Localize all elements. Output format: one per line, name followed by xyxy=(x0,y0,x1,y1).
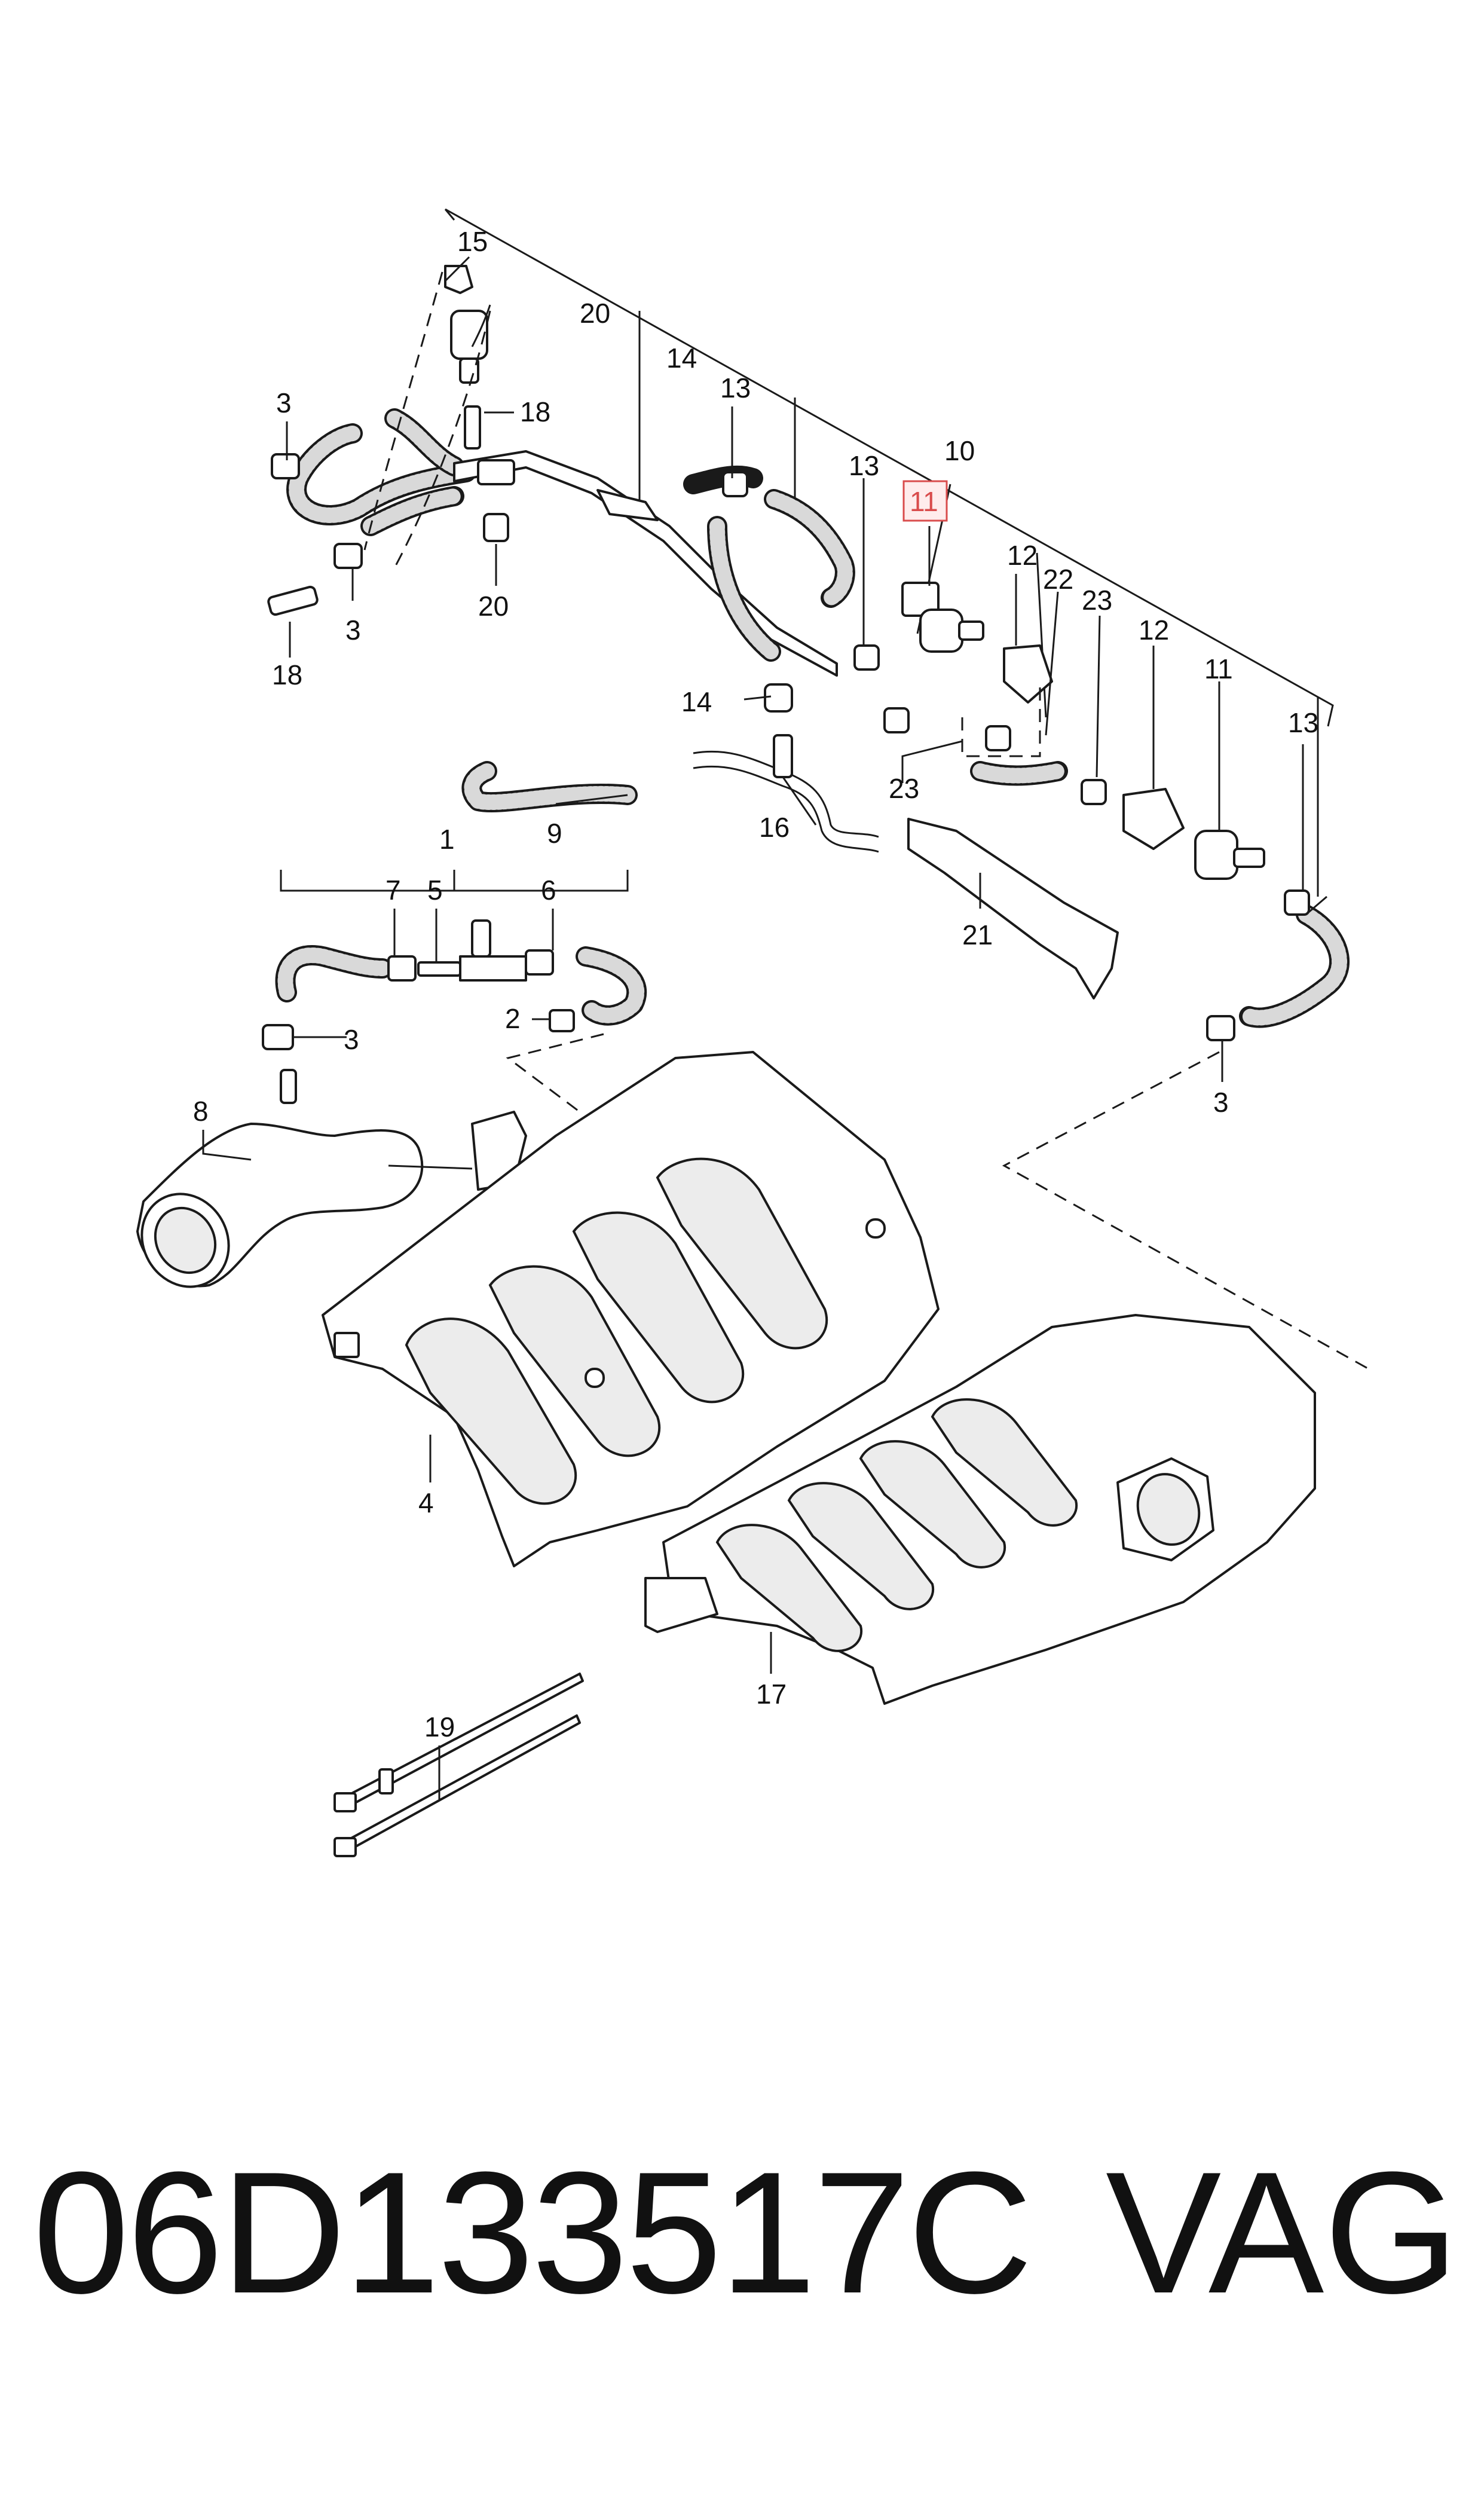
callout-12-b[interactable]: 12 xyxy=(1139,615,1169,646)
callout-10[interactable]: 10 xyxy=(944,435,975,466)
brand-name: VAG xyxy=(1106,2136,1459,2329)
callout-8[interactable]: 8 xyxy=(193,1096,209,1127)
callout-13-c[interactable]: 13 xyxy=(1288,707,1318,738)
callout-14-mid[interactable]: 14 xyxy=(681,686,712,717)
callout-19[interactable]: 19 xyxy=(424,1711,455,1742)
center-hoses xyxy=(683,465,910,733)
callout-7[interactable]: 7 xyxy=(385,875,401,906)
breather-hose-assembly xyxy=(267,408,838,677)
intake-manifold-17 xyxy=(644,1314,1316,1705)
callout-22[interactable]: 22 xyxy=(1043,564,1073,595)
callout-11-right[interactable]: 11 xyxy=(1204,653,1233,684)
callout-labels: 15 18 3 20 3 18 20 14 13 13 10 11 12 22 … xyxy=(193,226,1318,1742)
callout-21[interactable]: 21 xyxy=(962,919,993,950)
callout-16[interactable]: 16 xyxy=(759,812,790,843)
dashed-references xyxy=(363,271,1369,1370)
callout-3-left[interactable]: 3 xyxy=(345,615,361,646)
callout-leaders xyxy=(202,256,1327,1799)
callout-20-top[interactable]: 20 xyxy=(580,298,610,329)
callout-13-a[interactable]: 13 xyxy=(720,372,751,403)
callout-18-bottom[interactable]: 18 xyxy=(272,659,302,690)
callout-3-mid[interactable]: 3 xyxy=(344,1024,359,1055)
callout-14-top[interactable]: 14 xyxy=(666,343,697,374)
check-valve-15 xyxy=(444,265,488,384)
solenoid-valve-11 xyxy=(901,582,984,653)
highlighted-callout-box[interactable] xyxy=(902,480,948,522)
callout-15[interactable]: 15 xyxy=(457,226,488,257)
callout-18-top[interactable]: 18 xyxy=(520,396,550,427)
callout-1[interactable]: 1 xyxy=(439,824,455,855)
callout-17[interactable]: 17 xyxy=(756,1679,787,1710)
callout-13-b[interactable]: 13 xyxy=(849,450,879,481)
right-hose xyxy=(1206,889,1350,1041)
hose-group-1 xyxy=(262,761,647,1104)
callout-3-right[interactable]: 3 xyxy=(1213,1087,1229,1118)
hose-stub-18 xyxy=(464,405,481,450)
callout-12-a[interactable]: 12 xyxy=(1007,540,1038,571)
cable-ties-19 xyxy=(333,1673,584,1857)
footer: 06D133517C VAG xyxy=(0,2128,1484,2379)
callout-2[interactable]: 2 xyxy=(505,1003,521,1034)
callout-6[interactable]: 6 xyxy=(541,875,556,906)
bracket-21 xyxy=(907,818,1119,999)
callout-9[interactable]: 9 xyxy=(547,818,562,849)
clamps-12-22-23 xyxy=(970,644,1107,805)
callout-20-mid[interactable]: 20 xyxy=(478,591,509,622)
valve-right-11 xyxy=(1122,788,1265,880)
t-piece-16 xyxy=(693,683,879,853)
callout-23-a[interactable]: 23 xyxy=(1082,585,1112,616)
callout-5[interactable]: 5 xyxy=(427,875,443,906)
callout-11-highlighted[interactable]: 11 xyxy=(910,486,938,517)
exploded-parts-diagram: 15 18 3 20 3 18 20 14 13 13 10 11 12 22 … xyxy=(136,208,1369,1857)
callout-3-top[interactable]: 3 xyxy=(276,387,292,418)
callout-4[interactable]: 4 xyxy=(418,1487,434,1518)
intake-manifold-4 xyxy=(322,1051,940,1567)
part-number: 06D133517C xyxy=(33,2136,1033,2329)
callout-23-b[interactable]: 23 xyxy=(889,773,919,804)
